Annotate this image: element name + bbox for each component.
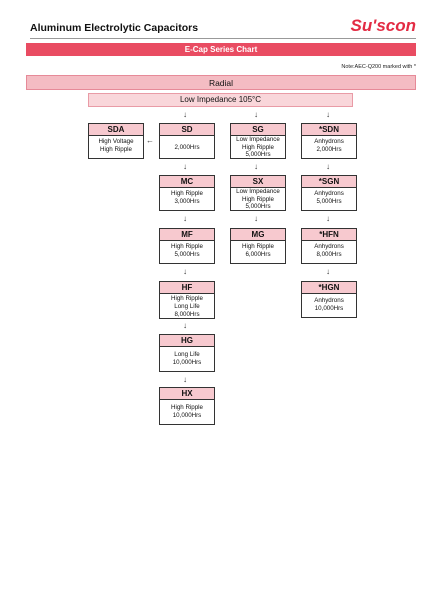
series-desc-line: High Ripple [171,295,203,302]
series-desc-line: High Voltage [98,138,134,145]
series-desc-line: Low Impedance [236,136,280,143]
series-desc-line: 10,000Hrs [172,359,202,366]
series-desc-line: High Ripple [171,190,203,197]
series-desc: Anhydrons 2,000Hrs [302,136,356,154]
section-radial: Radial [26,75,416,90]
arrow-down-icon: ↓ [326,214,330,223]
series-desc-line: 2,000Hrs [316,146,342,153]
series-desc-line: 6,000Hrs [245,251,271,258]
series-name: MG [231,229,285,241]
series-desc-line: 8,000Hrs [316,251,342,258]
series-desc-line: 10,000Hrs [314,305,344,312]
series-desc-line: Long Life [174,303,200,310]
series-desc-line: High Ripple [242,195,274,203]
series-name: *HFN [302,229,356,241]
arrow-down-icon: ↓ [183,110,187,119]
series-box-sgn: *SGN Anhydrons 5,000Hrs [301,175,357,211]
series-desc-line: High Ripple [242,143,274,151]
arrow-down-icon: ↓ [183,375,187,384]
arrow-down-icon: ↓ [254,162,258,171]
subhead-low-impedance: Low Impedance 105°C [88,93,353,107]
series-desc-line: Long Life [174,351,200,358]
series-desc: Anhydrons 5,000Hrs [302,188,356,206]
series-desc-line: 5,000Hrs [245,151,271,158]
arrow-down-icon: ↓ [326,110,330,119]
series-box-mg: MG High Ripple 6,000Hrs [230,228,286,264]
series-desc: High Ripple 3,000Hrs [160,188,214,206]
series-name: HF [160,282,214,294]
aec-note: Note:AEC-Q200 marked with * [341,64,416,70]
series-desc-line: High Ripple [171,404,203,411]
series-box-hfn: *HFN Anhydrons 8,000Hrs [301,228,357,264]
arrow-down-icon: ↓ [183,321,187,330]
header-divider [30,38,416,39]
arrow-down-icon: ↓ [254,214,258,223]
series-desc: High Ripple Long Life 8,000Hrs [160,294,214,319]
series-desc-line: 5,000Hrs [316,198,342,205]
series-desc: High Voltage High Ripple [89,136,143,154]
series-name: SD [160,124,214,136]
arrow-left-icon: ← [146,136,154,145]
series-name: HX [160,388,214,400]
series-box-sx: SX Low Impedance High Ripple 5,000Hrs [230,175,286,211]
series-desc: High Ripple 5,000Hrs [160,241,214,259]
series-box-mc: MC High Ripple 3,000Hrs [159,175,215,211]
series-box-hgn: *HGN Anhydrons 10,000Hrs [301,281,357,318]
series-desc-line: 3,000Hrs [174,198,200,205]
series-box-sg: SG Low Impedance High Ripple 5,000Hrs [230,123,286,159]
brand-logo: Su'scon [350,16,416,35]
series-name: MC [160,176,214,188]
series-desc-line: Low Impedance [236,188,280,195]
arrow-down-icon: ↓ [254,110,258,119]
series-desc: 2,000Hrs [160,136,214,152]
series-box-sda: SDA High Voltage High Ripple [88,123,144,159]
series-desc-line: 2,000Hrs [174,144,200,151]
arrow-down-icon: ↓ [183,162,187,171]
series-box-sd: SD 2,000Hrs [159,123,215,159]
series-desc: Anhydrons 8,000Hrs [302,241,356,259]
series-box-hx: HX High Ripple 10,000Hrs [159,387,215,425]
series-desc-line: 5,000Hrs [245,203,271,210]
series-desc: Anhydrons 10,000Hrs [302,294,356,313]
series-box-mf: MF High Ripple 5,000Hrs [159,228,215,264]
series-desc: High Ripple 6,000Hrs [231,241,285,259]
series-box-sdn: *SDN Anhydrons 2,000Hrs [301,123,357,159]
arrow-down-icon: ↓ [326,162,330,171]
series-desc-line: 10,000Hrs [172,412,202,419]
arrow-down-icon: ↓ [326,267,330,276]
series-name: *HGN [302,282,356,294]
series-desc-line: Anhydrons [314,297,344,304]
series-name: MF [160,229,214,241]
arrow-down-icon: ↓ [183,214,187,223]
series-desc: High Ripple 10,000Hrs [160,400,214,420]
series-name: SG [231,124,285,136]
series-desc: Long Life 10,000Hrs [160,347,214,367]
series-box-hg: HG Long Life 10,000Hrs [159,334,215,372]
series-desc-line: High Ripple [171,243,203,250]
series-name: HG [160,335,214,347]
series-desc-line: High Ripple [100,146,132,153]
arrow-down-icon: ↓ [183,267,187,276]
series-desc: Low Impedance High Ripple 5,000Hrs [231,136,285,159]
series-name: *SDN [302,124,356,136]
series-desc-line: Anhydrons [314,190,344,197]
series-desc-line: 8,000Hrs [174,311,200,318]
series-name: SX [231,176,285,188]
series-desc-line: Anhydrons [314,138,344,145]
series-name: *SGN [302,176,356,188]
series-name: SDA [89,124,143,136]
document-title: Aluminum Electrolytic Capacitors [30,22,199,34]
chart-banner: E-Cap Series Chart [26,43,416,56]
series-desc-line: High Ripple [242,243,274,250]
series-desc: Low Impedance High Ripple 5,000Hrs [231,188,285,211]
series-desc-line: 5,000Hrs [174,251,200,258]
series-box-hf: HF High Ripple Long Life 8,000Hrs [159,281,215,319]
series-desc-line: Anhydrons [314,243,344,250]
